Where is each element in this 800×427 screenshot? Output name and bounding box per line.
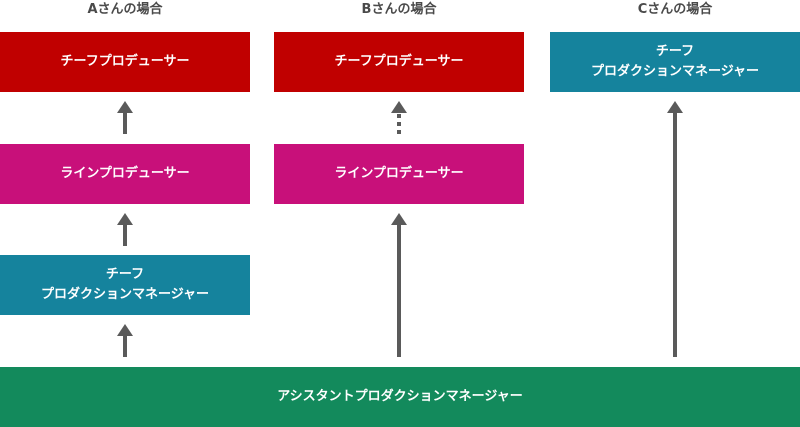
arrow-b-top-dotted bbox=[391, 101, 407, 134]
c-chief-pm-label-line2: プロダクションマネージャー bbox=[590, 64, 760, 79]
c-chief-pm-box: チーフ プロダクションマネージャー bbox=[550, 32, 800, 92]
arrow-a-middle bbox=[117, 213, 133, 246]
a-line-producer-label: ラインプロデューサー bbox=[60, 166, 190, 181]
arrow-b-long bbox=[391, 213, 407, 357]
arrow-c-long bbox=[667, 101, 683, 357]
b-chief-producer-box: チーフプロデューサー bbox=[274, 32, 524, 92]
a-chief-pm-box: チーフ プロダクションマネージャー bbox=[0, 255, 250, 315]
b-line-producer-label: ラインプロデューサー bbox=[334, 166, 464, 181]
a-chief-producer-box: チーフプロデューサー bbox=[0, 32, 250, 92]
column-title-b: Bさんの場合 bbox=[361, 2, 437, 17]
assistant-pm-label: アシスタントプロダクションマネージャー bbox=[277, 389, 523, 404]
b-line-producer-box: ラインプロデューサー bbox=[274, 144, 524, 204]
a-chief-pm-label-line1: チーフ bbox=[105, 267, 145, 282]
column-title-c: Cさんの場合 bbox=[637, 2, 713, 17]
arrow-a-top bbox=[117, 101, 133, 134]
a-chief-producer-label: チーフプロデューサー bbox=[60, 54, 190, 69]
a-chief-pm-label-line2: プロダクションマネージャー bbox=[40, 287, 210, 302]
b-chief-producer-label: チーフプロデューサー bbox=[334, 54, 464, 69]
column-title-a: Aさんの場合 bbox=[87, 2, 163, 17]
a-line-producer-box: ラインプロデューサー bbox=[0, 144, 250, 204]
arrow-a-bottom bbox=[117, 324, 133, 357]
c-chief-pm-label-line1: チーフ bbox=[655, 44, 695, 59]
assistant-pm-bar: アシスタントプロダクションマネージャー bbox=[0, 367, 800, 427]
